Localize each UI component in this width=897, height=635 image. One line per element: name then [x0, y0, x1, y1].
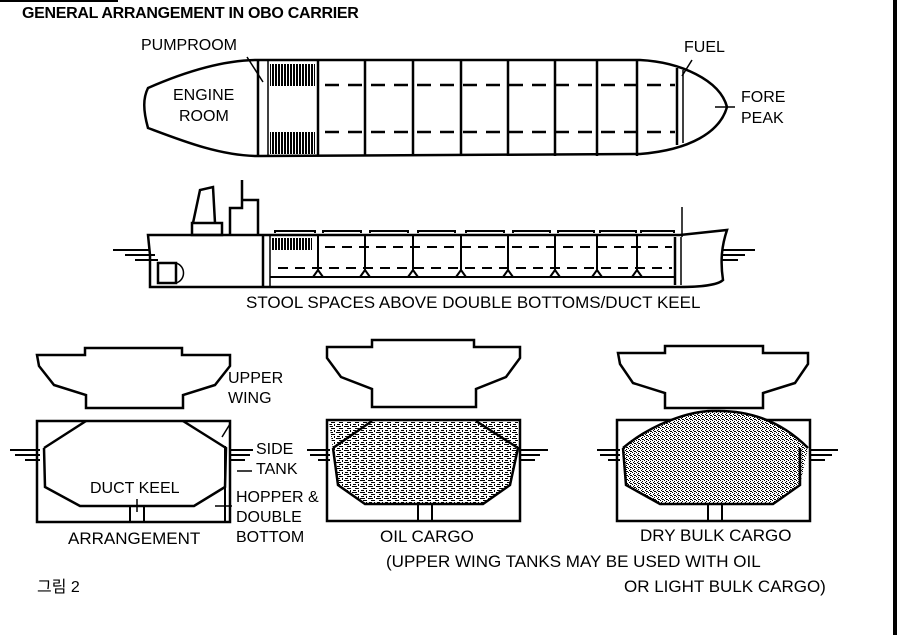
label-pumproom: PUMPROOM	[141, 37, 237, 54]
pumproom-leader	[246, 56, 264, 83]
profile-caption: STOOL SPACES ABOVE DOUBLE BOTTOMS/DUCT K…	[246, 293, 701, 312]
profile-hull	[146, 228, 729, 289]
plan-view	[143, 56, 735, 158]
hatch-coaming	[325, 338, 522, 409]
waterline-right	[230, 449, 253, 461]
hold-bulkheads	[363, 60, 639, 156]
label-hopper-2: DOUBLE	[236, 509, 302, 526]
superstructure-funnel	[191, 185, 217, 224]
label-upper-wing-2: WING	[228, 390, 272, 407]
bulk-heap-outline	[622, 409, 809, 449]
waterline-left	[597, 449, 620, 461]
inner-hold	[331, 419, 520, 506]
label-hopper-3: BOTTOM	[236, 529, 305, 546]
label-fore-peak-2: PEAK	[741, 110, 784, 127]
pumproom-hatched-top	[270, 64, 315, 86]
fuel-leader	[681, 59, 693, 77]
propeller	[175, 262, 185, 284]
caption-arrangement: ARRANGEMENT	[68, 529, 201, 548]
rudder	[156, 261, 178, 285]
fore-waterline	[722, 249, 755, 261]
waterline-right	[520, 449, 548, 461]
label-engine-room-1: ENGINE	[173, 87, 235, 104]
outer-hull	[325, 418, 522, 523]
label-duct-keel: DUCT KEEL	[90, 480, 180, 497]
pumproom-hatched-bottom	[270, 132, 315, 154]
funnel-base	[190, 221, 224, 237]
aft-waterline	[113, 249, 158, 261]
label-hopper-1: HOPPER &	[236, 489, 319, 506]
label-side-tank-2: TANK	[256, 461, 298, 478]
caption-dry-bulk-cargo: DRY BULK CARGO	[640, 526, 792, 545]
label-fore-peak-1: FORE	[741, 89, 786, 106]
top-rule	[0, 0, 118, 2]
upper-wing-leader	[221, 423, 231, 438]
plan-hull-outline	[143, 58, 729, 158]
outer-hull	[35, 419, 232, 524]
waterline-left	[10, 449, 40, 461]
note-line-2: OR LIGHT BULK CARGO)	[624, 577, 826, 596]
bulk-fill	[623, 410, 808, 504]
caption-oil-cargo: OIL CARGO	[380, 527, 474, 546]
transverse-bulkheads-with-stools	[312, 235, 643, 278]
profile-dashes	[278, 246, 672, 269]
right-border	[893, 0, 897, 635]
pumproom-hatched-profile	[272, 238, 312, 250]
section-arrangement	[10, 346, 253, 524]
hatch-coaming	[35, 346, 232, 410]
label-engine-room-2: ROOM	[179, 108, 229, 125]
page-title: GENERAL ARRANGEMENT IN OBO CARRIER	[22, 5, 359, 22]
oil-fill	[329, 422, 518, 504]
waterline-left	[307, 449, 330, 461]
bridge-house	[228, 180, 260, 235]
longitudinal-dashes	[325, 83, 675, 134]
section-oil-cargo	[307, 338, 548, 523]
note-line-1: (UPPER WING TANKS MAY BE USED WITH OIL	[386, 552, 761, 571]
section-dry-bulk-cargo	[597, 344, 838, 523]
profile-view	[113, 180, 755, 289]
hatch-covers	[274, 230, 675, 233]
inner-hold	[621, 447, 802, 506]
figure-label: 그림 2	[37, 579, 80, 596]
waterline-right	[810, 449, 838, 461]
hatch-coaming	[616, 344, 810, 410]
label-upper-wing-1: UPPER	[228, 370, 284, 387]
label-side-tank-1: SIDE	[256, 441, 294, 458]
label-fuel: FUEL	[684, 39, 725, 56]
